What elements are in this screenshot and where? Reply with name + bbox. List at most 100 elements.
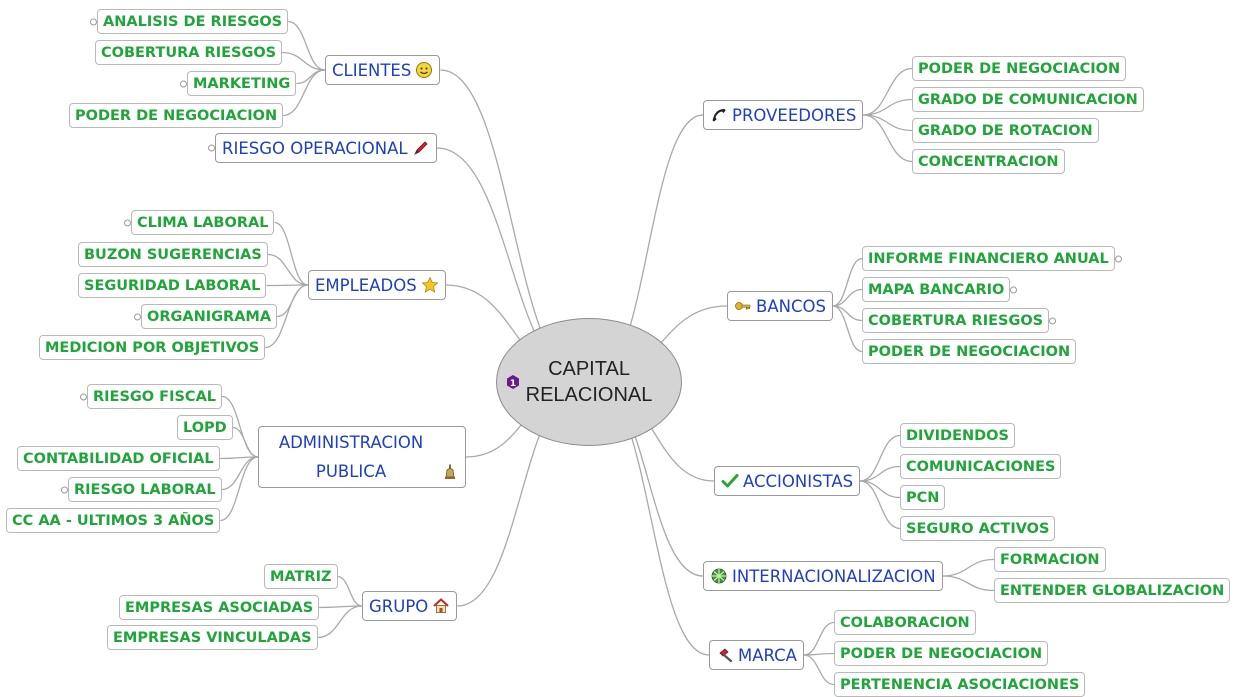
leaf-lopd[interactable]: LOPD: [177, 415, 233, 440]
leaf-label: PODER DE NEGOCIACION: [75, 107, 278, 124]
leaf-poder-de-negociacion[interactable]: PODER DE NEGOCIACION: [834, 641, 1049, 666]
house-icon: [432, 597, 450, 615]
leaf-dividendos[interactable]: DIVIDENDOS: [900, 423, 1015, 448]
pen-icon: [412, 139, 430, 157]
leaf-clima-laboral[interactable]: CLIMA LABORAL: [124, 210, 275, 235]
leaf-label: CLIMA LABORAL: [137, 214, 269, 231]
leaf-label: GRADO DE ROTACION: [918, 122, 1093, 139]
leaf-label: PODER DE NEGOCIACION: [868, 343, 1071, 360]
topic-marca[interactable]: MARCA: [709, 640, 804, 670]
priority-1-icon: 1: [505, 374, 521, 390]
leaf-pertenencia-asociaciones[interactable]: PERTENENCIA ASOCIACIONES: [834, 672, 1086, 697]
leaf-organigrama[interactable]: ORGANIGRAMA: [134, 304, 278, 329]
leaf-formacion[interactable]: FORMACION: [994, 547, 1106, 572]
leaf-mapa-bancario[interactable]: MAPA BANCARIO: [862, 277, 1018, 302]
leaf-label: SEGURO ACTIVOS: [906, 520, 1050, 537]
leaf-medicion-por-objetivos[interactable]: MEDICION POR OBJETIVOS: [39, 335, 266, 360]
leaf-label: EMPRESAS ASOCIADAS: [125, 599, 314, 616]
phone-icon: [710, 106, 728, 124]
leaf-label: ENTENDER GLOBALIZACION: [1000, 582, 1225, 599]
leaf-empresas-vinculadas[interactable]: EMPRESAS VINCULADAS: [107, 625, 318, 650]
leaf-riesgo-fiscal[interactable]: RIESGO FISCAL: [80, 384, 223, 409]
central-topic-line1: CAPITAL: [548, 358, 630, 380]
leaf-poder-de-negociacion[interactable]: PODER DE NEGOCIACION: [862, 339, 1077, 364]
leaf-analisis-de-riesgos[interactable]: ANALISIS DE RIESGOS: [90, 9, 289, 34]
topic-bancos[interactable]: BANCOS: [727, 291, 833, 321]
leaf-poder-de-negociacion[interactable]: PODER DE NEGOCIACION: [69, 103, 284, 128]
leaf-label: CC AA - ULTIMOS 3 AÑOS: [12, 512, 215, 529]
leaf-label: GRADO DE COMUNICACION: [918, 91, 1138, 108]
leaf-grado-de-comunicacion[interactable]: GRADO DE COMUNICACION: [912, 87, 1144, 112]
leaf-label: COBERTURA RIESGOS: [101, 44, 277, 61]
topic-proveedores-label: PROVEEDORES: [732, 105, 857, 125]
leaf-buzon-sugerencias[interactable]: BUZON SUGERENCIAS: [78, 242, 268, 267]
checkmark-icon: [721, 472, 739, 490]
star-icon: [421, 276, 439, 294]
hammer-icon: [716, 646, 734, 664]
leaf-label: SEGURIDAD LABORAL: [84, 277, 261, 294]
leaf-label: CONCENTRACION: [918, 153, 1059, 170]
leaf-label: COMUNICACIONES: [906, 458, 1056, 475]
topic-administracion-line1: ADMINISTRACION: [278, 433, 424, 452]
leaf-cobertura-riesgos[interactable]: COBERTURA RIESGOS: [95, 40, 283, 65]
topic-empleados-label: EMPLEADOS: [315, 275, 417, 295]
leaf-empresas-asociadas[interactable]: EMPRESAS ASOCIADAS: [119, 595, 320, 620]
topic-grupo[interactable]: GRUPO: [362, 591, 458, 621]
leaf-label: DIVIDENDOS: [906, 427, 1009, 444]
leaf-entender-globalizacion[interactable]: ENTENDER GLOBALIZACION: [994, 578, 1231, 603]
leaf-concentracion[interactable]: CONCENTRACION: [912, 149, 1065, 174]
leaf-riesgo-laboral[interactable]: RIESGO LABORAL: [61, 477, 222, 502]
leaf-label: MARKETING: [193, 75, 291, 92]
key-icon: [734, 297, 752, 315]
topic-marca-label: MARCA: [738, 645, 797, 665]
smiley-icon: [415, 61, 433, 79]
topic-riesgo-operacional-label: RIESGO OPERACIONAL: [222, 138, 408, 158]
topic-clientes[interactable]: CLIENTES: [325, 55, 441, 85]
leaf-label: ORGANIGRAMA: [147, 308, 272, 325]
topic-grupo-label: GRUPO: [369, 596, 429, 616]
leaf-label: MATRIZ: [270, 568, 332, 585]
leaf-label: EMPRESAS VINCULADAS: [113, 629, 312, 646]
leaf-pcn[interactable]: PCN: [900, 485, 946, 510]
leaf-label: ANALISIS DE RIESGOS: [103, 13, 283, 30]
leaf-cc-aa-ultimos-3-anos[interactable]: CC AA - ULTIMOS 3 AÑOS: [6, 508, 221, 533]
globe-icon: [710, 567, 728, 585]
topic-administracion-line2: PUBLICA: [315, 462, 387, 481]
topic-empleados[interactable]: EMPLEADOS: [308, 270, 446, 300]
leaf-grado-de-rotacion[interactable]: GRADO DE ROTACION: [912, 118, 1099, 143]
leaf-label: CONTABILIDAD OFICIAL: [23, 450, 214, 467]
leaf-marketing[interactable]: MARKETING: [180, 71, 297, 96]
leaf-seguro-activos[interactable]: SEGURO ACTIVOS: [900, 516, 1056, 541]
topic-proveedores[interactable]: PROVEEDORES: [703, 100, 864, 130]
topic-accionistas[interactable]: ACCIONISTAS: [714, 466, 861, 496]
leaf-label: COLABORACION: [840, 614, 970, 631]
leaf-poder-de-negociacion[interactable]: PODER DE NEGOCIACION: [912, 56, 1127, 81]
topic-accionistas-label: ACCIONISTAS: [743, 471, 854, 491]
leaf-comunicaciones[interactable]: COMUNICACIONES: [900, 454, 1062, 479]
leaf-label: RIESGO LABORAL: [74, 481, 216, 498]
leaf-cobertura-riesgos[interactable]: COBERTURA RIESGOS: [862, 308, 1057, 333]
leaf-colaboracion[interactable]: COLABORACION: [834, 610, 976, 635]
topic-administracion-publica[interactable]: ADMINISTRACION PUBLICA: [258, 426, 466, 488]
leaf-label: INFORME FINANCIERO ANUAL: [868, 250, 1109, 267]
leaf-informe-financiero-anual[interactable]: INFORME FINANCIERO ANUAL: [862, 246, 1122, 271]
leaf-seguridad-laboral[interactable]: SEGURIDAD LABORAL: [78, 273, 267, 298]
central-topic[interactable]: CAPITAL RELACIONAL: [496, 318, 682, 446]
leaf-matriz[interactable]: MATRIZ: [264, 564, 338, 589]
topic-internacionalizacion[interactable]: INTERNACIONALIZACION: [703, 561, 943, 591]
leaf-label: PERTENENCIA ASOCIACIONES: [840, 676, 1080, 693]
topic-bancos-label: BANCOS: [756, 296, 826, 316]
leaf-label: COBERTURA RIESGOS: [868, 312, 1044, 329]
leaf-label: BUZON SUGERENCIAS: [84, 246, 262, 263]
topic-clientes-label: CLIENTES: [332, 60, 412, 80]
leaf-label: PCN: [906, 489, 940, 506]
central-topic-line2: RELACIONAL: [525, 384, 653, 406]
topic-internacionalizacion-label: INTERNACIONALIZACION: [732, 566, 936, 586]
topic-riesgo-operacional[interactable]: RIESGO OPERACIONAL: [208, 133, 437, 163]
svg-text:1: 1: [510, 379, 516, 389]
leaf-label: MEDICION POR OBJETIVOS: [45, 339, 260, 356]
leaf-label: LOPD: [183, 419, 227, 436]
leaf-label: PODER DE NEGOCIACION: [840, 645, 1043, 662]
leaf-contabilidad-oficial[interactable]: CONTABILIDAD OFICIAL: [17, 446, 220, 471]
